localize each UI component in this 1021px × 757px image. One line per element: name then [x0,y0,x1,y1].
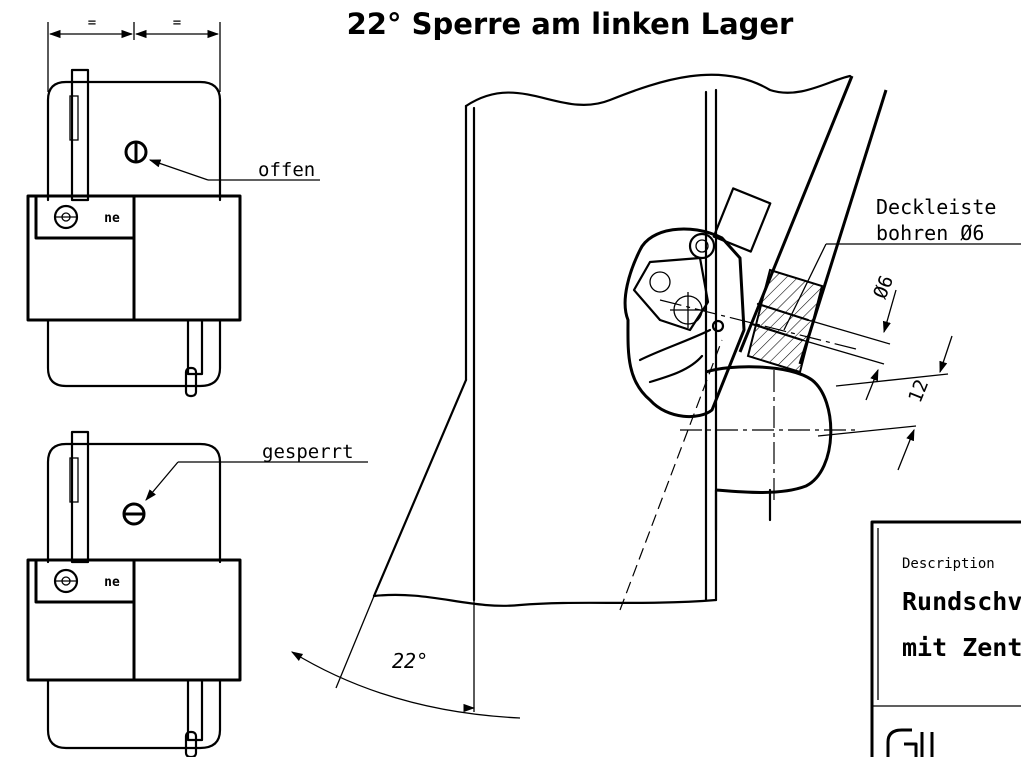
label-locked: gesperrt [262,441,354,463]
description-line-1: Rundschv [902,587,1021,616]
dim-12: 12 [904,376,933,405]
label-drill: bohren Ø6 [876,221,984,245]
svg-text:ne: ne [104,575,120,590]
lock-view-open: = = ne offen [26,15,320,398]
label-open: offen [258,159,315,181]
drawing-title: 22° Sperre am linken Lager [347,7,794,41]
description-label: Description [902,556,995,572]
lock-view-locked: ne gesperrt [26,430,368,757]
main-section-view: Ø6 12 Deckleiste bohren Ø6 22° [291,73,1021,719]
svg-text:ne: ne [104,211,120,226]
description-line-2: mit Zent [902,633,1021,662]
title-block: Description Rundschv mit Zent [870,520,1021,757]
label-cover-strip: Deckleiste [876,195,996,219]
logo-icon [886,728,934,757]
equal-mark-right: = [173,15,181,31]
label-angle: 22° [392,649,428,673]
equal-mark-left: = [88,15,96,31]
